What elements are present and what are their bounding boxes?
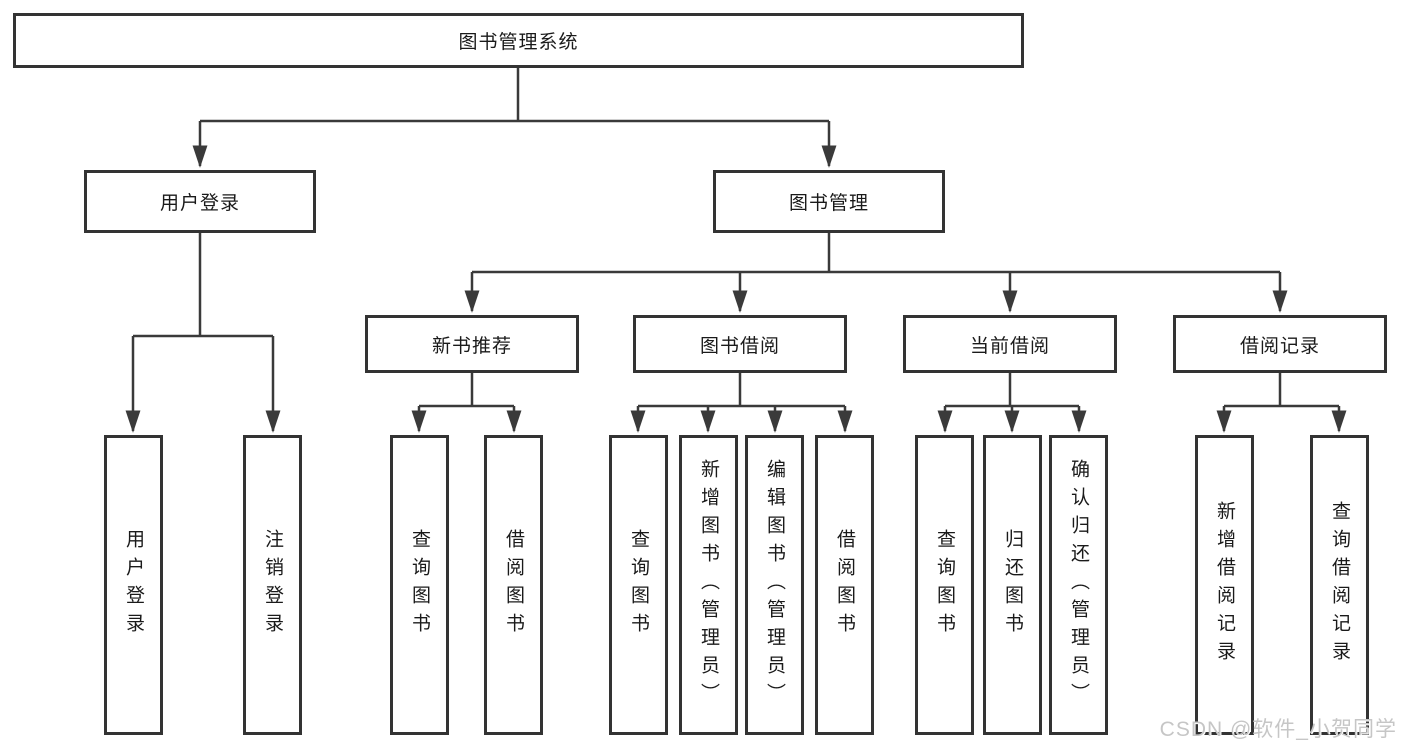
node-book-borrow: 图书借阅 — [633, 315, 847, 373]
node-current-borrow-label: 当前借阅 — [969, 335, 1050, 357]
node-book-borrow-label: 图书借阅 — [699, 335, 780, 357]
leaf-nbr-borrow-books: 借阅图书 — [484, 435, 543, 735]
node-new-book-recommend: 新书推荐 — [365, 315, 579, 373]
leaf-cb-return-books-label: 归还图书 — [1002, 529, 1023, 641]
leaf-br-add-record-label: 新增借阅记录 — [1214, 501, 1235, 669]
leaf-cb-return-books: 归还图书 — [983, 435, 1042, 735]
node-borrow-records: 借阅记录 — [1173, 315, 1387, 373]
node-user-login: 用户登录 — [84, 170, 316, 233]
leaf-logout: 注销登录 — [243, 435, 302, 735]
leaf-cb-query-books: 查询图书 — [915, 435, 974, 735]
leaf-nbr-query-books-label: 查询图书 — [409, 529, 430, 641]
leaf-br-add-record: 新增借阅记录 — [1195, 435, 1254, 735]
leaf-bb-query-books-label: 查询图书 — [628, 529, 649, 641]
leaf-bb-add-books-admin-label: 新增图书（管理员） — [698, 459, 719, 711]
leaf-bb-add-books-admin: 新增图书（管理员） — [679, 435, 738, 735]
leaf-bb-borrow-books: 借阅图书 — [815, 435, 874, 735]
node-book-management: 图书管理 — [713, 170, 945, 233]
leaf-br-query-record-label: 查询借阅记录 — [1329, 501, 1350, 669]
node-root: 图书管理系统 — [13, 13, 1024, 68]
leaf-logout-label: 注销登录 — [262, 529, 283, 641]
leaf-br-query-record: 查询借阅记录 — [1310, 435, 1369, 735]
leaf-bb-query-books: 查询图书 — [609, 435, 668, 735]
leaf-nbr-query-books: 查询图书 — [390, 435, 449, 735]
watermark: CSDN @软件_小贺同学 — [1159, 718, 1397, 741]
leaf-bb-edit-books-admin-label: 编辑图书（管理员） — [764, 459, 785, 711]
leaf-bb-edit-books-admin: 编辑图书（管理员） — [745, 435, 804, 735]
node-new-book-recommend-label: 新书推荐 — [431, 335, 512, 357]
node-current-borrow: 当前借阅 — [903, 315, 1117, 373]
leaf-bb-borrow-books-label: 借阅图书 — [834, 529, 855, 641]
leaf-cb-confirm-return-admin: 确认归还（管理员） — [1049, 435, 1108, 735]
node-borrow-records-label: 借阅记录 — [1239, 335, 1320, 357]
node-root-label: 图书管理系统 — [458, 32, 579, 53]
leaf-user-login: 用户登录 — [104, 435, 163, 735]
leaf-cb-confirm-return-admin-label: 确认归还（管理员） — [1068, 459, 1089, 711]
leaf-nbr-borrow-books-label: 借阅图书 — [503, 529, 524, 641]
node-user-login-label: 用户登录 — [159, 193, 240, 214]
leaf-user-login-label: 用户登录 — [123, 529, 144, 641]
leaf-cb-query-books-label: 查询图书 — [934, 529, 955, 641]
node-book-management-label: 图书管理 — [788, 193, 869, 214]
